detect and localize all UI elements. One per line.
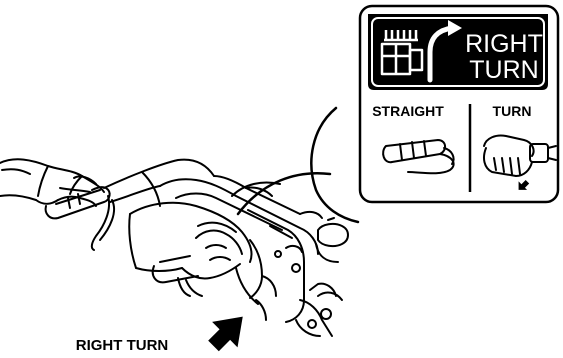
callout-connector [238,173,330,214]
right-hand [129,203,251,279]
banner-line1: RIGHT [465,30,543,58]
left-grip [46,187,110,218]
caption: RIGHT TURN [76,337,169,354]
straight-label: STRAIGHT [372,103,444,119]
turn-lever-arrow [202,305,254,357]
callout-bubble [311,108,358,222]
turn-label: TURN [493,103,532,119]
left-hand [0,159,104,206]
instruction-label: RIGHT TURN STRAIGHT TURN [360,6,558,202]
banner-line2: TURN [469,56,538,84]
machine-drawing [0,159,348,336]
